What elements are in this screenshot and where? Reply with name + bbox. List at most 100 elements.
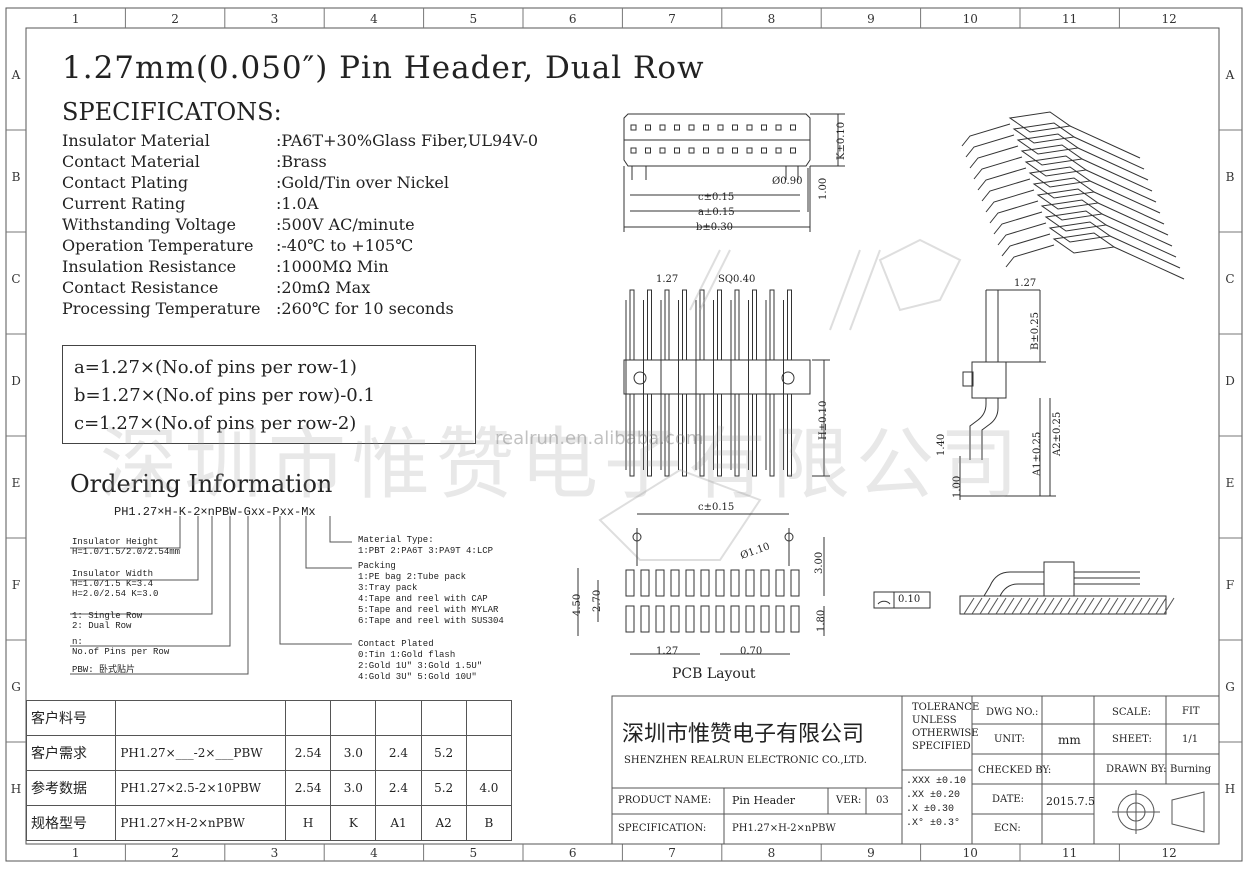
drawn-label: DRAWN BY: [1106,764,1167,775]
ordering-heading: Ordering Information [70,470,333,498]
spec-label: Operation Temperature [62,236,254,255]
ruler-row-label: C [11,272,20,286]
ordering-note: Insulator Width [72,569,154,579]
ruler-col-label: 1 [72,12,80,26]
table-cell: PH1.27×___-2×___PBW [115,735,287,771]
spec-value: :1000MΩ Min [276,257,389,276]
dim-a1: A1±0.25 [1032,431,1043,476]
checked-label: CHECKED BY: [978,765,1052,776]
ruler-col-label: 11 [1062,846,1077,860]
ruler-col-label: 9 [867,846,875,860]
ruler-row-label: A [1225,68,1235,82]
dim-a: a±0.15 [698,207,735,218]
scale-label: SCALE: [1112,707,1152,718]
tolerance-value: .XX ±0.20 [906,790,961,801]
title-block-frame [611,695,1220,845]
ruler-row-label: G [1225,680,1235,694]
ordering-note: 1:PE bag 2:Tube pack [358,572,467,582]
dim-b25: B±0.25 [1030,312,1041,350]
spec-value: :20mΩ Max [276,278,371,297]
drawn-value: Burning [1170,764,1212,775]
part-number-pattern: PH1.27×H-K-2×nPBW-Gxx-Pxx-Mx [114,505,316,519]
ordering-note: H=2.0/2.54 K=3.0 [72,589,159,599]
table-cell: 客户需求 [25,735,117,771]
table-cell: 2.4 [375,770,422,806]
ordering-note: H=1.0/1.5/2.0/2.54mm [72,547,181,557]
product-name-label: PRODUCT NAME: [618,795,712,806]
table-cell: H [285,805,332,841]
dim-hole: Ø0.90 [772,176,803,187]
specifications-heading: SPECIFICATONS: [62,98,282,126]
date-value: 2015.7.5 [1046,795,1095,808]
ordering-note: 3:Tray pack [358,583,418,593]
table-cell [465,700,513,736]
table-cell: 5.2 [420,770,467,806]
pcb-layout-label: PCB Layout [672,666,756,682]
spec-label: Contact Resistance [62,278,219,297]
ruler-col-label: 6 [569,846,577,860]
ruler-col-label: 7 [668,12,676,26]
dim-sq: SQ0.40 [718,274,756,285]
ver-label: VER: [836,795,862,806]
spec-value: :Brass [276,152,327,171]
ruler-col-label: 4 [370,846,378,860]
flatness-view [873,561,1175,615]
ordering-note: 6:Tape and reel with SUS304 [358,616,504,626]
dim-300: 3.00 [814,551,825,574]
spec-value: :PA6T+30%Glass Fiber,UL94V-0 [276,131,539,150]
ruler-row-label: H [1225,782,1235,796]
spec-label: Insulator Material [62,131,210,150]
ruler-col-label: 6 [569,12,577,26]
side-profile-view [959,289,1056,500]
dim-b: b±0.30 [696,222,734,233]
ruler-col-label: 10 [963,846,978,860]
ordering-note: Insulator Height [72,537,159,547]
dim-k: K±0.10 [836,121,847,160]
ecn-label: ECN: [994,823,1021,834]
table-cell [330,700,377,736]
formula-box [62,345,476,444]
ordering-note: Contact Plated [358,639,434,649]
ruler-col-label: 4 [370,12,378,26]
ruler-row-label: H [11,782,21,796]
ordering-note: 2: Dual Row [72,621,132,631]
spec-label: Processing Temperature [62,299,261,318]
dim-270: 2.70 [592,589,603,612]
ruler-col-label: 10 [963,12,978,26]
ruler-col-label: 11 [1062,12,1077,26]
ruler-row-label: C [1225,272,1234,286]
table-cell [465,735,513,771]
table-cell: 规格型号 [25,805,117,841]
front-view [623,289,830,477]
dim-c: c±0.15 [698,192,735,203]
ruler-col-label: 3 [271,846,279,860]
ruler-col-label: 5 [469,846,477,860]
ver-value: 03 [876,795,889,806]
table-cell: 3.0 [330,735,377,771]
formula-a: a=1.27×(No.of pins per row-1) [74,357,357,378]
scale-value: FIT [1182,706,1200,717]
dim-flatness: 0.10 [898,594,921,605]
date-label: DATE: [992,794,1025,805]
ruler-row-label: F [1226,578,1234,592]
ordering-note: n: [72,637,83,647]
table-cell [375,700,422,736]
spec-value: PH1.27×H-2×nPBW [732,823,836,834]
table-cell: 2.54 [285,770,332,806]
unit-value: mm [1058,733,1081,747]
tolerance-value: .X° ±0.3° [906,818,961,829]
ruler-row-label: B [1226,170,1235,184]
watermark-logo [598,238,962,561]
ordering-note: 5:Tape and reel with MYLAR [358,605,499,615]
unit-label: UNIT: [994,734,1025,745]
tolerance-label: UNLESS [912,715,957,726]
spec-value: :Gold/Tin over Nickel [276,173,449,192]
ruler-row-label: A [11,68,21,82]
ordering-note: 1: Single Row [72,611,143,621]
ruler-row-label: D [1225,374,1235,388]
spec-label: SPECIFICATION: [618,823,707,834]
table-cell [285,700,332,736]
